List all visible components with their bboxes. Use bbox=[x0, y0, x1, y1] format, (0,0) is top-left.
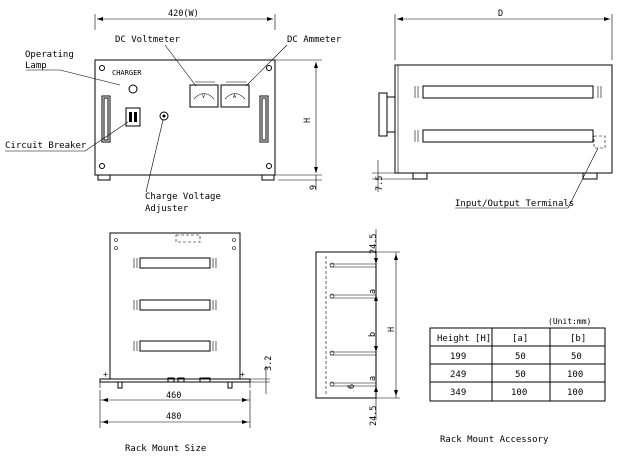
callout-dc-voltmeter: DC Voltmeter bbox=[115, 35, 181, 45]
table-cell: 100 bbox=[511, 388, 527, 398]
circuit-breaker-icon bbox=[125, 107, 141, 127]
front-panel bbox=[94, 59, 276, 176]
accessory-bracket bbox=[315, 251, 377, 399]
table-cell: 50 bbox=[515, 352, 526, 362]
side-foot bbox=[412, 172, 428, 180]
table-header-a: [a] bbox=[512, 334, 528, 344]
handle-inner bbox=[261, 97, 267, 141]
panel-label: CHARGER bbox=[112, 69, 142, 77]
callout-charge-voltage-2: Adjuster bbox=[145, 204, 189, 214]
rack-mount-size-view: + + 3.2 460 480 Rack Mount Size bbox=[99, 232, 274, 454]
table-cell: 249 bbox=[450, 370, 466, 380]
dimension-table: (Unit:mm) Height [H] [a] [b] 199 50 50 2… bbox=[429, 317, 606, 402]
table-cell: 349 bbox=[450, 388, 466, 398]
side-vent bbox=[422, 129, 594, 143]
screw-icon bbox=[266, 163, 272, 169]
table-unit: (Unit:mm) bbox=[548, 317, 591, 326]
rack-body bbox=[109, 232, 241, 380]
table-cell: 199 bbox=[450, 352, 466, 362]
dc-voltmeter-icon bbox=[189, 84, 219, 108]
table-cell: 50 bbox=[571, 352, 582, 362]
screw-icon bbox=[266, 65, 272, 71]
rack-offset-dim: 3.2 bbox=[264, 356, 274, 371]
front-view: 420(W) CHARGER V A bbox=[5, 9, 342, 214]
accessory-b-dim: b bbox=[368, 332, 378, 337]
accessory-a2-dim: a bbox=[368, 376, 378, 381]
table-cell: 100 bbox=[567, 370, 583, 380]
io-terminals-icon bbox=[593, 135, 606, 149]
side-body bbox=[394, 64, 613, 174]
caption-rack-mount-accessory: Rack Mount Accessory bbox=[440, 435, 549, 445]
front-height-dim: H bbox=[303, 118, 313, 123]
table-cell: 100 bbox=[567, 388, 583, 398]
rack-vent bbox=[139, 299, 211, 311]
accessory-height-dim: H bbox=[387, 327, 397, 332]
callout-io-terminals: Input/Output Terminals bbox=[455, 199, 574, 209]
front-handle-right bbox=[259, 95, 269, 143]
svg-text:A: A bbox=[233, 94, 236, 100]
side-vent bbox=[422, 85, 594, 99]
table-cell: 50 bbox=[515, 370, 526, 380]
front-foot-left bbox=[97, 174, 111, 181]
screw-icon bbox=[99, 163, 105, 169]
dc-ammeter-icon bbox=[220, 84, 250, 108]
front-width-dim: 420(W) bbox=[168, 9, 199, 19]
rack-flange bbox=[99, 378, 251, 383]
callout-operating-lamp-1: Operating bbox=[25, 50, 74, 60]
side-view: D 7.5 Input/Output Terminals bbox=[372, 9, 613, 209]
front-foot-dim: 9 bbox=[309, 185, 319, 190]
accessory-a1-dim: a bbox=[368, 289, 378, 294]
side-foot-dim: 7.5 bbox=[375, 176, 385, 191]
rack-mount-accessory-view: H 24.5 a b a 6 24.5 Rack Mount Accessory bbox=[315, 229, 549, 445]
accessory-bottom-dim: 24.5 bbox=[369, 406, 379, 426]
front-handle-left bbox=[101, 95, 111, 143]
table-header-b: [b] bbox=[570, 334, 586, 344]
side-handle bbox=[378, 92, 388, 137]
svg-text:+: + bbox=[103, 370, 108, 379]
accessory-top-dim: 24.5 bbox=[369, 234, 379, 254]
rack-inner-dim: 460 bbox=[166, 391, 181, 401]
callout-dc-ammeter: DC Ammeter bbox=[287, 35, 342, 45]
rack-outer-dim: 480 bbox=[166, 412, 181, 422]
front-foot-right bbox=[261, 174, 275, 181]
rack-top-cutout bbox=[175, 234, 201, 243]
operating-lamp-icon bbox=[128, 84, 138, 94]
handle-inner bbox=[103, 97, 109, 141]
callout-charge-voltage-1: Charge Voltage bbox=[145, 192, 221, 202]
rack-vent bbox=[139, 257, 211, 269]
svg-text:+: + bbox=[240, 370, 245, 379]
callout-circuit-breaker: Circuit Breaker bbox=[5, 141, 87, 151]
side-depth-dim: D bbox=[498, 9, 503, 19]
rack-vent bbox=[139, 340, 211, 352]
side-foot bbox=[582, 172, 598, 180]
caption-rack-mount-size: Rack Mount Size bbox=[125, 444, 206, 454]
adjuster-knob-icon bbox=[159, 111, 169, 121]
screw-icon bbox=[99, 65, 105, 71]
accessory-6-dim: 6 bbox=[347, 384, 357, 389]
svg-text:V: V bbox=[202, 94, 205, 100]
table-header-height: Height [H] bbox=[437, 334, 491, 344]
callout-operating-lamp-2: Lamp bbox=[25, 61, 47, 71]
